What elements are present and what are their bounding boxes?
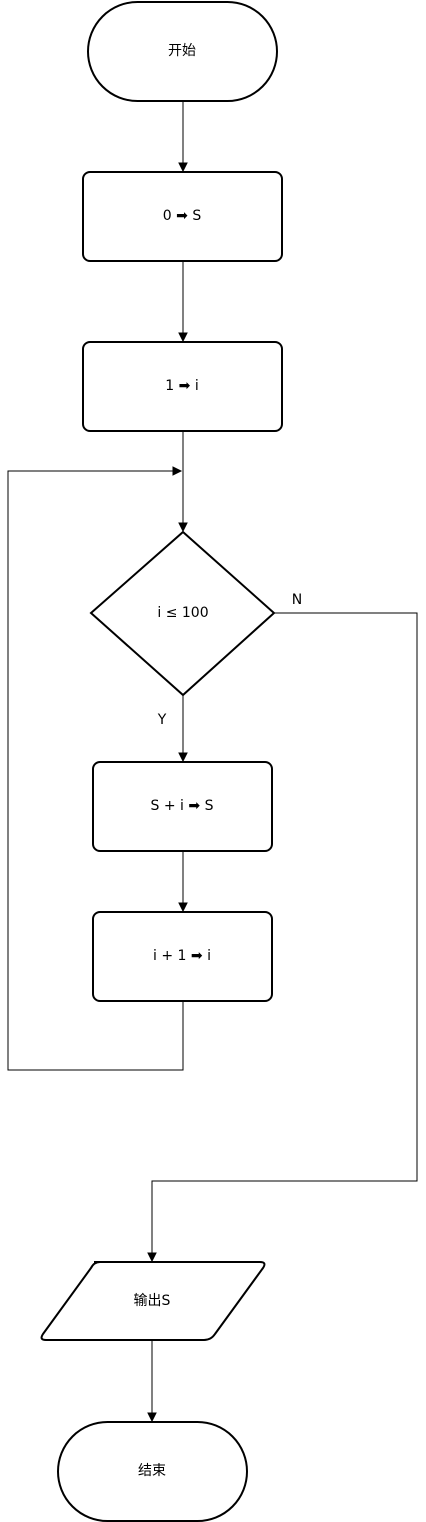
output-node: 输出S [40, 1261, 266, 1341]
branch-no-label: N [292, 592, 302, 608]
arrowhead-end [147, 1412, 157, 1423]
increment-process [92, 911, 273, 1002]
condition-diamond [89, 530, 276, 697]
condition-node: i ≤ 100 [89, 530, 276, 697]
edge-loop-back [7, 470, 184, 1071]
init-i-label: 1 ➡ i [165, 378, 198, 394]
arrowhead-increment [178, 902, 188, 913]
arrowhead-init-i [178, 332, 188, 343]
branch-yes-label: Y [157, 712, 167, 728]
arrowhead-init-s [178, 162, 188, 173]
init-i-process [82, 341, 283, 432]
edge-condition-no [151, 612, 418, 1254]
connectors [7, 101, 418, 1423]
end-label: 结束 [138, 1463, 166, 1479]
condition-label: i ≤ 100 [157, 605, 208, 621]
output-parallelogram [40, 1261, 266, 1341]
output-label: 输出S [134, 1293, 171, 1309]
arrowhead-output [147, 1252, 157, 1263]
init-i-node: 1 ➡ i [82, 341, 283, 432]
arrowhead-loop-back [172, 466, 183, 476]
accumulate-node: S + i ➡ S [92, 761, 273, 852]
increment-node: i + 1 ➡ i [92, 911, 273, 1002]
init-s-node: 0 ➡ S [82, 171, 283, 262]
arrowhead-accumulate [178, 752, 188, 763]
end-node: 结束 [57, 1421, 248, 1522]
accumulate-process [92, 761, 273, 852]
start-node: 开始 [87, 1, 278, 102]
arrowhead-condition [178, 522, 188, 533]
increment-label: i + 1 ➡ i [153, 948, 211, 964]
init-s-process [82, 171, 283, 262]
start-label: 开始 [168, 43, 196, 59]
accumulate-label: S + i ➡ S [151, 798, 214, 814]
start-terminator [87, 1, 278, 102]
init-s-label: 0 ➡ S [163, 208, 202, 224]
end-terminator [57, 1421, 248, 1522]
